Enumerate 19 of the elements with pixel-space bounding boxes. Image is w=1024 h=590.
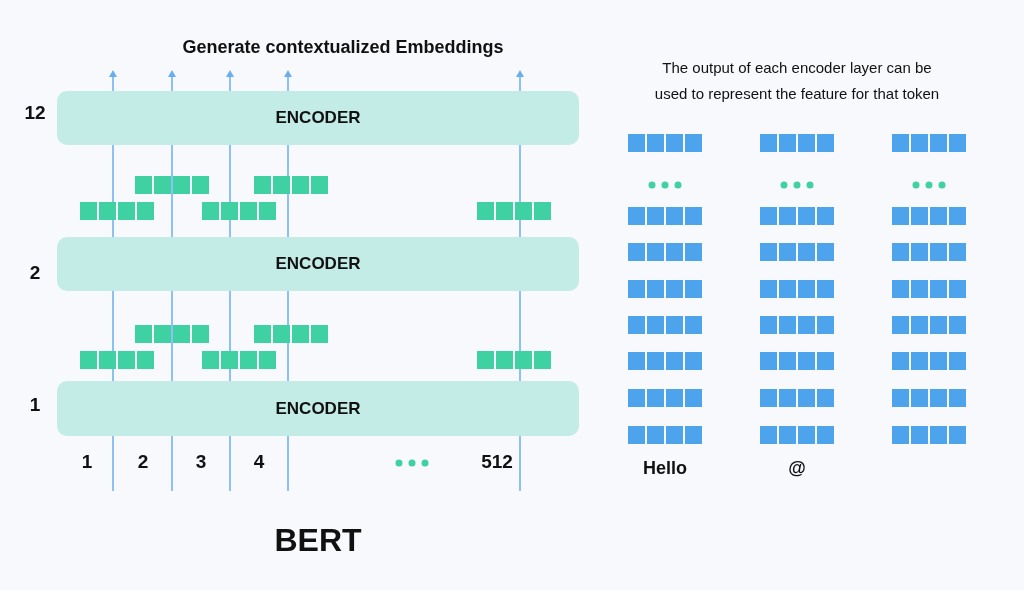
layer-number: 1 [29, 394, 41, 416]
token-text: Hello [643, 457, 687, 479]
token-number: 4 [253, 451, 265, 473]
token-number: 512 [481, 451, 513, 473]
title: Generate contextualized Embeddings [182, 36, 504, 58]
encoder-label: ENCODER [275, 254, 361, 274]
token-number: 1 [81, 451, 93, 473]
token-number: 2 [137, 451, 149, 473]
encoder-box [57, 237, 579, 291]
encoder-label: ENCODER [275, 108, 361, 128]
token-number: 3 [195, 451, 207, 473]
layer-number: 12 [24, 102, 46, 124]
encoder-label: ENCODER [275, 398, 361, 419]
caption: BERT [274, 521, 362, 559]
note-text: The output of each encoder layer can be used to represent the feature for that token [653, 58, 941, 104]
token-text: @ [788, 457, 806, 479]
encoder-box [57, 381, 579, 436]
encoder-box [57, 91, 579, 145]
layer-number: 2 [29, 262, 41, 284]
